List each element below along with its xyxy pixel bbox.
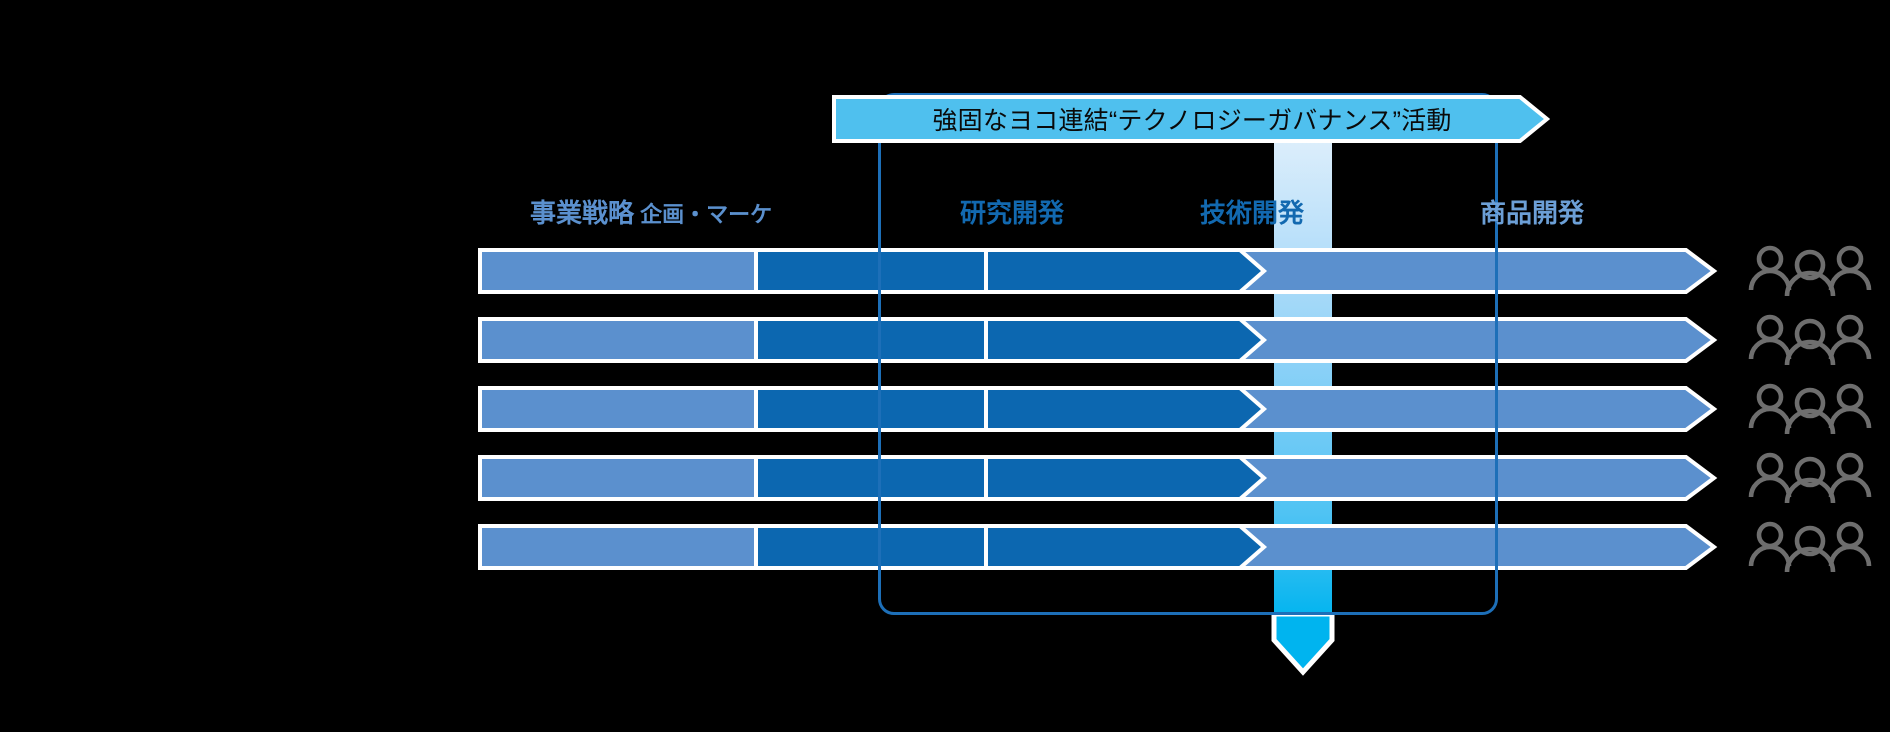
governance-banner: 強固なヨコ連結“テクノロジーガバナンス”活動 xyxy=(832,94,1550,144)
header-research-development: 研究開発 xyxy=(960,198,1065,228)
people-group-row-3 xyxy=(1742,382,1878,435)
technology-governance-frame xyxy=(878,93,1498,615)
header-business-strategy-sub: 企画・マーケ xyxy=(634,202,773,227)
people-group-row-5 xyxy=(1742,520,1878,573)
process-row-3 xyxy=(478,386,1720,432)
people-group-row-4 xyxy=(1742,451,1878,504)
process-row-5 xyxy=(478,524,1720,570)
governance-banner-label: 強固なヨコ連結“テクノロジーガバナンス”活動 xyxy=(932,107,1452,135)
process-row-4 xyxy=(478,455,1720,501)
header-product-development: 商品開発 xyxy=(1480,198,1585,228)
people-group-row-1 xyxy=(1742,244,1878,297)
header-technology-development: 技術開発 xyxy=(1200,198,1305,228)
governance-downflow-arrowhead xyxy=(1262,611,1344,676)
header-business-strategy: 事業戦略 企画・マーケ xyxy=(530,200,772,226)
process-row-1 xyxy=(478,248,1720,294)
header-business-strategy-main: 事業戦略 xyxy=(530,198,635,228)
process-row-2 xyxy=(478,317,1720,363)
people-group-row-2 xyxy=(1742,313,1878,366)
